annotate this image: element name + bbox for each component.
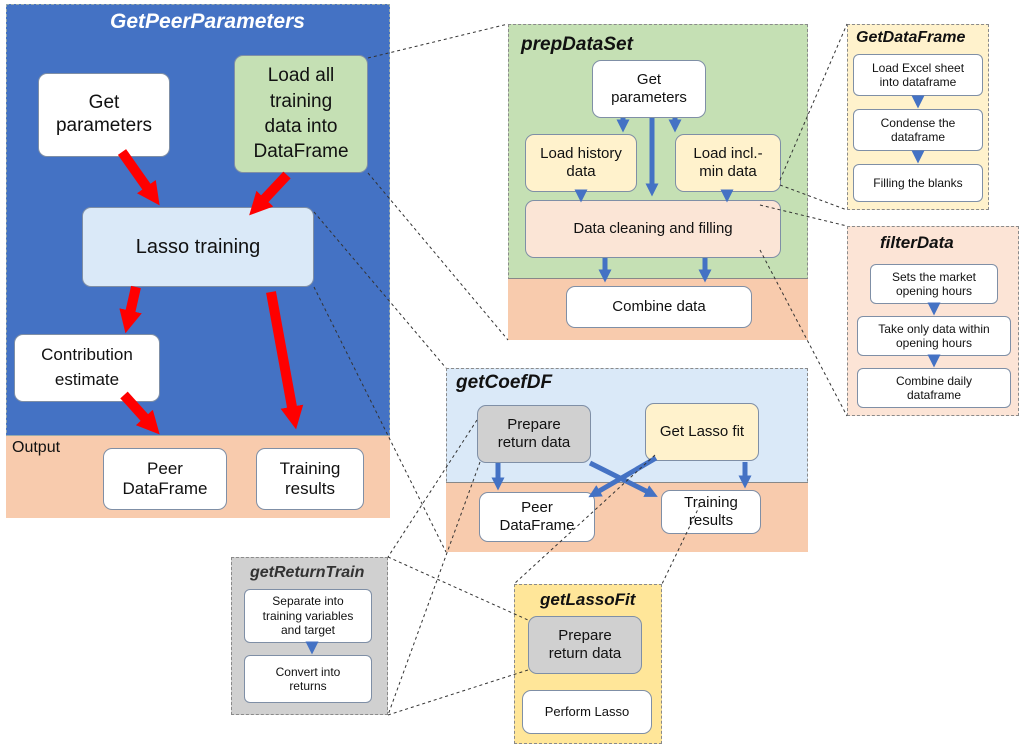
output-label: Output xyxy=(12,439,61,456)
data-cleaning-box: Data cleaning and filling xyxy=(525,200,781,258)
zoom-connectors xyxy=(313,23,848,716)
filterdata-step-3: Combine daily dataframe xyxy=(857,368,1011,408)
getreturntrain-step-2: Convert into returns xyxy=(244,655,372,703)
getreturntrain-title: getReturnTrain xyxy=(250,564,365,581)
arrow-params-to-lasso xyxy=(117,149,160,206)
coef-prepare-return-box: Prepare return data xyxy=(477,405,591,463)
getdataframe-step-1: Load Excel sheet into dataframe xyxy=(853,54,983,96)
coef-peer-dataframe-box: Peer DataFrame xyxy=(479,492,595,542)
red-flow-arrows xyxy=(117,149,304,435)
lassofit-prepare-return-box: Prepare return data xyxy=(528,616,642,674)
filterdata-title: filterData xyxy=(880,233,954,252)
prepdataset-title: prepDataSet xyxy=(521,34,633,55)
combine-data-box: Combine data xyxy=(566,286,752,328)
perform-lasso-box: Perform Lasso xyxy=(522,690,652,734)
getcoefdf-title: getCoefDF xyxy=(456,372,553,393)
get-parameters-box: Get parameters xyxy=(38,73,170,157)
get-lasso-fit-box: Get Lasso fit xyxy=(645,403,759,461)
arrow-load-to-lasso xyxy=(249,171,291,216)
contribution-estimate-box: Contribution estimate xyxy=(14,334,160,402)
getdataframe-step-2: Condense the dataframe xyxy=(853,109,983,151)
load-history-data-box: Load history data xyxy=(525,134,637,192)
getlassofit-title: getLassoFit xyxy=(540,590,636,609)
arrow-contribution-to-peer xyxy=(120,391,160,435)
getdataframe-title: GetDataFrame xyxy=(856,29,966,46)
lasso-training-box: Lasso training xyxy=(82,207,314,287)
getdataframe-step-3: Filling the blanks xyxy=(853,164,983,202)
arrow-lasso-to-training-results xyxy=(266,291,304,430)
load-inclmin-data-box: Load incl.- min data xyxy=(675,134,781,192)
arrow-lasso-to-contribution xyxy=(119,285,142,334)
load-all-training-data-box: Load all training data into DataFrame xyxy=(234,55,368,173)
coef-training-results-box: Training results xyxy=(661,490,761,534)
getpeerparameters-title: GetPeerParameters xyxy=(110,10,305,33)
training-results-box: Training results xyxy=(256,448,364,510)
peer-dataframe-box: Peer DataFrame xyxy=(103,448,227,510)
prep-get-parameters-box: Get parameters xyxy=(592,60,706,118)
filterdata-step-1: Sets the market opening hours xyxy=(870,264,998,304)
filterdata-step-2: Take only data within opening hours xyxy=(857,316,1011,356)
